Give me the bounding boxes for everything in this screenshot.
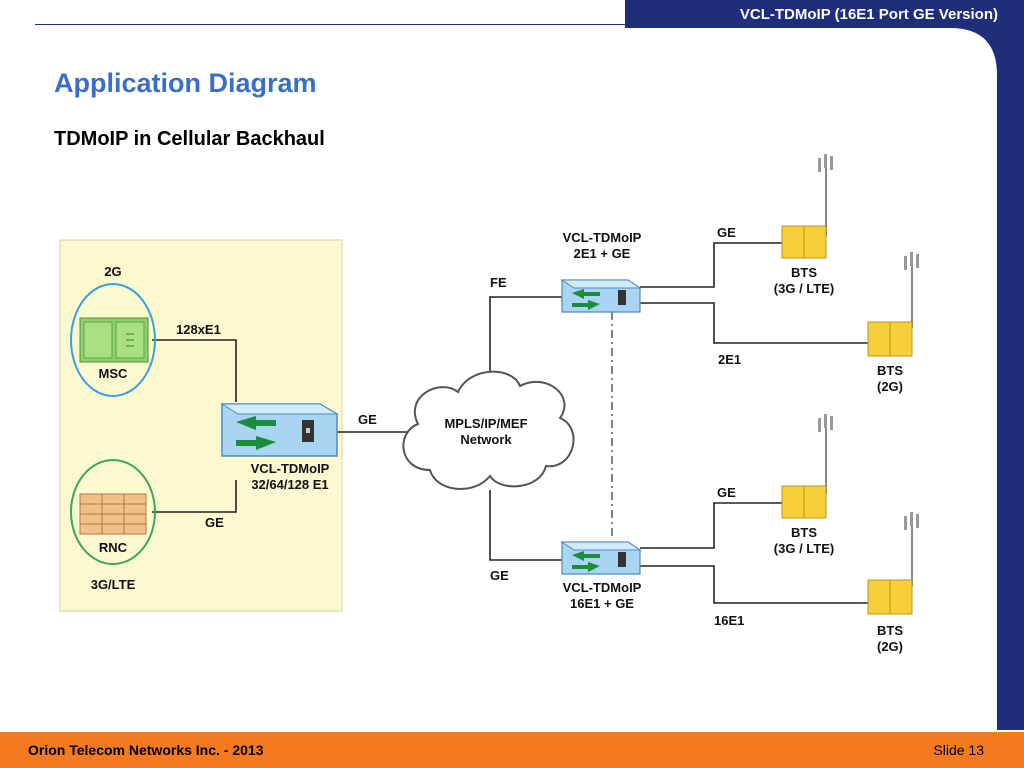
bts4-label-line2: (2G): [877, 639, 903, 654]
label-msc: MSC: [99, 366, 129, 381]
bts3-icon: [781, 414, 833, 519]
bottom-device-name: VCL-TDMoIP: [563, 580, 642, 595]
main-device-model: 32/64/128 E1: [251, 477, 328, 492]
label-3g-lte: 3G/LTE: [91, 577, 136, 592]
bts4-label-line1: BTS: [877, 623, 903, 638]
label-ge-top: GE: [717, 225, 736, 240]
bottom-device-icon: [560, 541, 642, 575]
network-diagram: 2G MSC 128xE1 RNC 3G/LTE GE VCL-TDMoIP 3…: [59, 154, 919, 654]
label-128xe1: 128xE1: [176, 322, 221, 337]
main-device-icon: [220, 403, 339, 457]
label-2g: 2G: [104, 264, 121, 279]
bts1-label-line2: (3G / LTE): [774, 281, 834, 296]
cloud-label-line2: Network: [460, 432, 512, 447]
bts3-label-line2: (3G / LTE): [774, 541, 834, 556]
main-device-name: VCL-TDMoIP: [251, 461, 330, 476]
cloud-label-line1: MPLS/IP/MEF: [444, 416, 527, 431]
page-subtitle: TDMoIP in Cellular Backhaul: [54, 128, 325, 150]
msc-icon: [79, 317, 149, 363]
2g-site-ellipse: [70, 283, 156, 397]
bts3-label-line1: BTS: [791, 525, 817, 540]
slide-number: Slide 13: [933, 742, 984, 758]
label-2e1: 2E1: [718, 352, 741, 367]
bts2-label-line1: BTS: [877, 363, 903, 378]
connection-lines: [152, 242, 868, 604]
bts4-icon: [867, 512, 919, 615]
header-title: VCL-TDMoIP (16E1 Port GE Version): [739, 6, 998, 23]
bts2-icon: [867, 252, 919, 357]
label-fe: FE: [490, 275, 507, 290]
header-rule: [35, 24, 625, 25]
mpls-cloud-icon: [402, 370, 575, 490]
label-rnc: RNC: [99, 540, 128, 555]
bottom-device-model: 16E1 + GE: [570, 596, 634, 611]
top-device-icon: [560, 279, 642, 313]
top-device-name: VCL-TDMoIP: [563, 230, 642, 245]
page-title: Application Diagram: [54, 68, 317, 98]
bts1-label-line1: BTS: [791, 265, 817, 280]
label-ge-main: GE: [358, 412, 377, 427]
label-ge-lower: GE: [490, 568, 509, 583]
footer-bar: Orion Telecom Networks Inc. - 2013 Slide…: [0, 732, 1024, 768]
label-ge-rnc: GE: [205, 515, 224, 530]
label-16e1: 16E1: [714, 613, 744, 628]
label-ge-bottom: GE: [717, 485, 736, 500]
rnc-icon: [79, 493, 147, 535]
top-device-model: 2E1 + GE: [574, 246, 631, 261]
bts2-label-line2: (2G): [877, 379, 903, 394]
footer-company: Orion Telecom Networks Inc. - 2013: [28, 742, 264, 758]
bts1-icon: [781, 154, 833, 259]
3g-site-ellipse: [70, 459, 156, 565]
